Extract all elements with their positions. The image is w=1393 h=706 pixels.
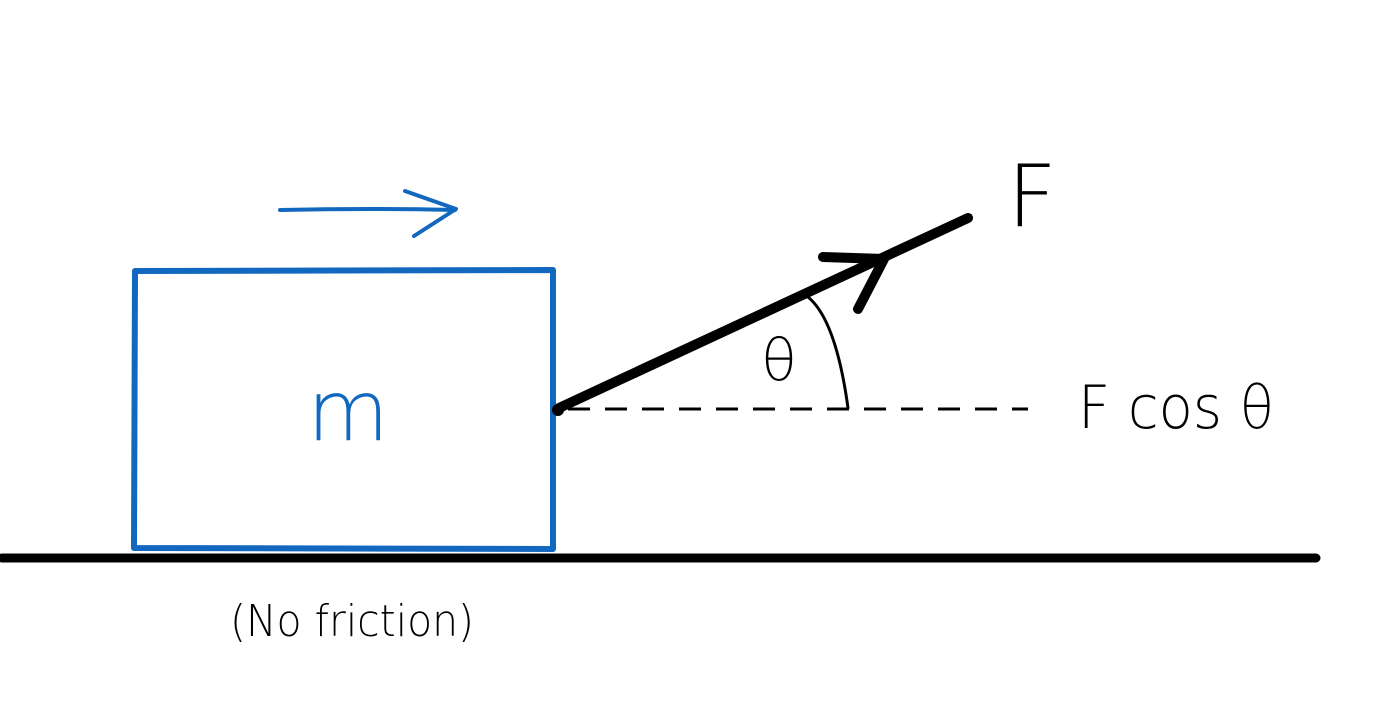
force-vector <box>554 213 973 413</box>
mass-block <box>131 267 556 552</box>
component-label: F cos θ <box>1078 373 1274 443</box>
motion-arrow-icon <box>278 189 458 238</box>
mass-label: m <box>307 362 389 460</box>
angle-arc <box>806 295 850 410</box>
force-label: F <box>1007 147 1056 247</box>
friction-note: (No friction) <box>230 596 474 647</box>
attachment-point <box>552 404 564 416</box>
angle-label: θ <box>761 326 797 394</box>
